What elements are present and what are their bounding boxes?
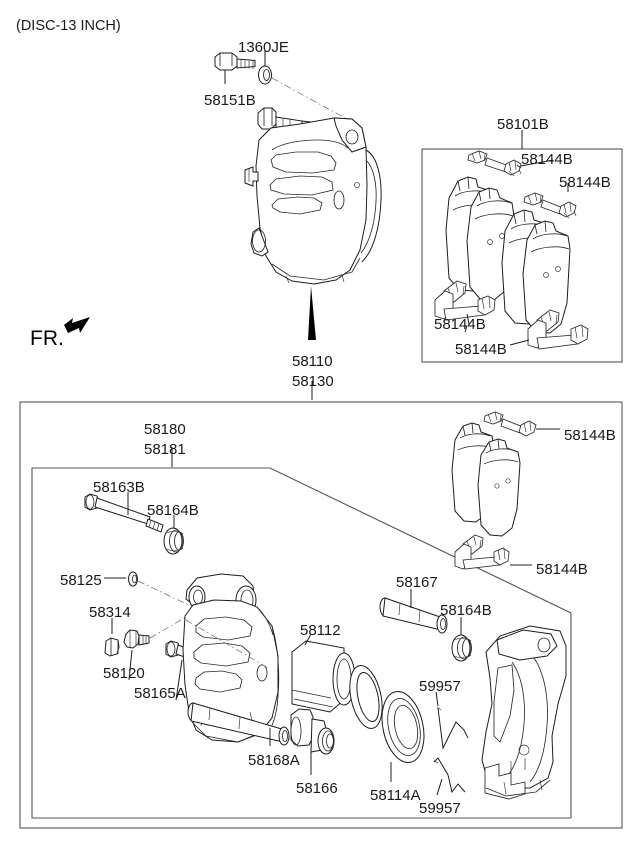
clip-58144B-upper-right xyxy=(523,183,577,219)
clip-58144B-lower-right xyxy=(509,309,589,350)
part-58180-caliper-body xyxy=(182,573,280,743)
part-58164B-boot-left xyxy=(163,515,184,555)
label-58144B-panel-lower: 58144B xyxy=(536,561,588,578)
label-58166: 58166 xyxy=(296,780,338,797)
label-58112: 58112 xyxy=(300,622,341,639)
label-58120: 58120 xyxy=(103,665,145,682)
label-58165A: 58165A xyxy=(134,685,186,702)
part-1360JE-washer xyxy=(258,50,272,85)
part-58167-guide-pin xyxy=(379,589,448,634)
label-58144B-upper-left: 58144B xyxy=(521,151,573,168)
part-58110-58130-caliper-assembly xyxy=(244,107,382,285)
brake-pad-panel-pair xyxy=(451,422,521,537)
inner-panel-caliper-kit xyxy=(31,467,572,819)
title-disc-13-inch: (DISC-13 INCH) xyxy=(16,18,121,34)
label-58151B: 58151B xyxy=(204,92,256,109)
axis-bleeder xyxy=(137,580,192,607)
clip-58144B-panel-upper xyxy=(483,411,560,437)
label-58164B-right: 58164B xyxy=(440,602,492,619)
part-58314-bleeder-screw xyxy=(104,618,120,657)
part-58114A-seal-kit xyxy=(349,665,425,782)
label-58110: 58110 xyxy=(292,353,333,370)
part-58166-piston-boot xyxy=(290,708,335,775)
label-59957-upper: 59957 xyxy=(419,678,461,695)
label-59957-lower: 59957 xyxy=(419,800,461,817)
label-58181: 58181 xyxy=(144,441,186,458)
axis-plug xyxy=(149,612,194,639)
part-58151B-guide-bolt xyxy=(214,52,256,84)
part-59957-spring-clip-lower xyxy=(433,757,466,796)
pointer-58110-58130 xyxy=(308,286,316,400)
label-58168A: 58168A xyxy=(248,752,300,769)
clip-58144B-panel-lower xyxy=(454,534,532,570)
axis-caliper-body xyxy=(185,619,269,669)
label-58167: 58167 xyxy=(396,574,438,591)
part-58125-bleeder-cap xyxy=(104,571,138,587)
pad-kit-contents xyxy=(434,150,589,350)
label-58130: 58130 xyxy=(292,373,334,390)
brake-pad-left-pair xyxy=(445,176,515,301)
label-1360JE: 1360JE xyxy=(238,39,289,56)
part-58163B-guide-rod-bolt xyxy=(84,492,164,533)
lower-panel-pad-group xyxy=(451,411,560,570)
label-58180: 58180 xyxy=(144,421,186,438)
part-58112-piston xyxy=(291,633,356,713)
brake-pad-right-pair xyxy=(501,209,571,334)
clip-58144B-lower-left xyxy=(434,280,496,333)
outer-panel-58180 xyxy=(19,401,623,829)
part-caliper-carrier-bracket xyxy=(481,625,567,800)
label-58144B-panel-upper: 58144B xyxy=(564,427,616,444)
part-58120-plug xyxy=(123,629,150,681)
fr-direction-arrow-icon xyxy=(64,317,90,333)
label-58125: 58125 xyxy=(60,572,102,589)
part-58164B-boot-right xyxy=(451,617,472,662)
label-58314: 58314 xyxy=(89,604,131,621)
label-58144B-lower-left: 58144B xyxy=(434,316,486,333)
label-58164B-left: 58164B xyxy=(147,502,199,519)
label-58101B-pad-kit: 58101B xyxy=(497,116,549,133)
label-58144B-lower-right: 58144B xyxy=(455,341,507,358)
part-58168A-slide-pin xyxy=(187,702,290,746)
clip-58144B-upper-left xyxy=(467,150,554,177)
part-59957-spring-clip-upper xyxy=(435,691,469,750)
label-fr-direction: FR. xyxy=(30,327,64,350)
label-58144B-upper-right: 58144B xyxy=(559,174,611,191)
label-58163B: 58163B xyxy=(93,479,145,496)
label-58114A: 58114A xyxy=(370,787,421,804)
